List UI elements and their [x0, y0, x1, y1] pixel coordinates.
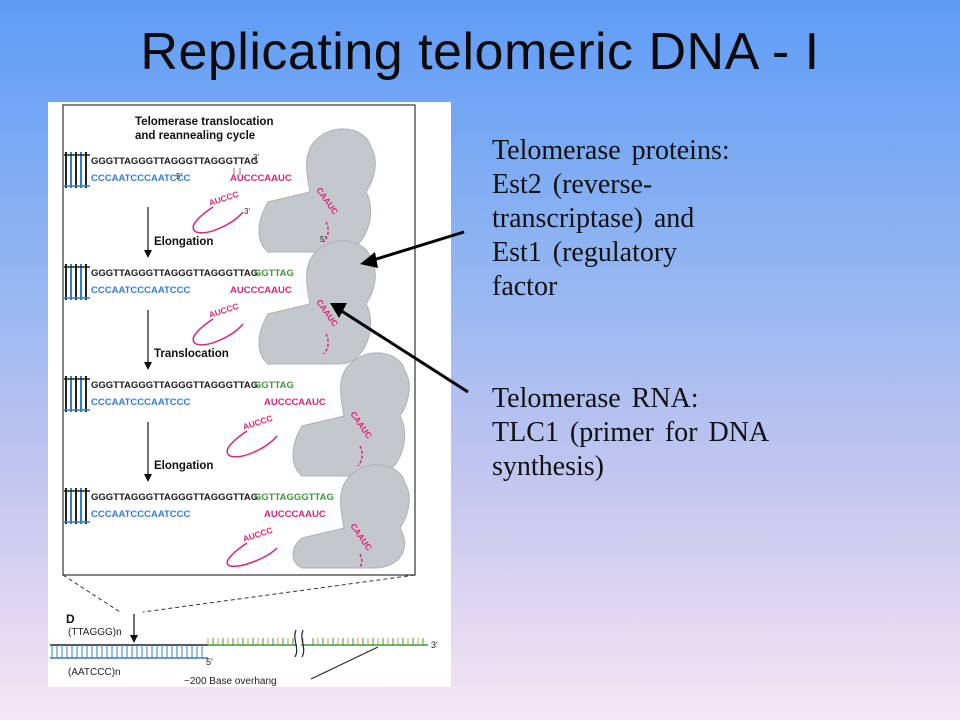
protein-annotation-line-3: transcriptase) and: [492, 203, 695, 234]
rna-loop-curve: [226, 430, 278, 458]
bottom-strand-sequence: CCCAATCCCAATCCC: [91, 173, 191, 184]
rna-five-prime-label: 5': [320, 235, 326, 244]
rna-annotation-line-2: TLC1 (primer for DNA: [492, 417, 770, 448]
telomere-ladder: [64, 488, 90, 524]
strand-break-mark: [294, 629, 298, 658]
zoom-connector-right: [142, 574, 416, 613]
five-prime-end-label: 5': [176, 172, 182, 181]
template-rna-sequence: AUCCCAAUC: [264, 509, 326, 520]
arrow-label-elongation-1: Elongation: [154, 236, 213, 248]
bottom-strand-sequence: CCCAATCCCAATCCC: [91, 397, 191, 408]
rna-annotation-line-3: synthesis): [492, 451, 604, 482]
template-rna-sequence: AUCCCAAUC: [230, 285, 292, 296]
template-rna-sequence: AUCCCAAUC: [230, 173, 292, 184]
cycle-step-4: GGGTTAGGGTTAGGGTTAGGGTTAG GGTTAGGGTTAG C…: [64, 464, 410, 569]
bottom-strand-sequence: CCCAATCCCAATCCC: [91, 509, 191, 520]
three-prime-end-label: 3': [253, 153, 259, 162]
cycle-arrowhead-1: [144, 250, 152, 258]
figure-heading-line1: Telomerase translocation: [135, 116, 273, 128]
slide-title: Replicating telomeric DNA - I: [140, 23, 820, 81]
panel-d-label: D: [66, 612, 75, 626]
rna-annotation-line-1: Telomerase RNA:: [492, 383, 699, 414]
extension-sequence: GGTTAGGGTTAG: [254, 492, 334, 503]
top-strand-sequence: GGGTTAGGGTTAGGGTTAGGGTTAG: [91, 492, 258, 503]
extension-sequence: GGTTAG: [254, 380, 294, 391]
rna-loop-curve: [192, 206, 244, 234]
single-strand-overhang: [207, 638, 428, 646]
top-strand-sequence: GGGTTAGGGTTAGGGTTAGGGTTAG: [91, 380, 258, 391]
rna-loop-curve: [226, 542, 278, 567]
cycle-arrowhead-2: [144, 362, 152, 370]
rna-tail-curve: [357, 445, 363, 467]
top-strand-sequence: GGGTTAGGGTTAGGGTTAGGGTTAG: [91, 156, 258, 167]
telomerase-protein-shape: [258, 128, 376, 253]
protein-annotation-line-4: Est1 (regulatory: [492, 237, 678, 268]
top-strand-sequence: GGGTTAGGGTTAGGGTTAGGGTTAG: [91, 268, 258, 279]
panel-d-three-prime: 3': [431, 640, 438, 650]
rna-loop-upper: AUCCC: [242, 525, 274, 544]
panel-d-arrowhead: [130, 635, 138, 643]
rna-tail-curve: [323, 221, 329, 243]
rna-loop-curve: [192, 318, 244, 346]
overhang-pointer: [310, 646, 379, 680]
telomere-duplex: [50, 644, 208, 659]
protein-annotation-line-2: Est2 (reverse-: [492, 169, 653, 200]
extension-sequence: GGTTAG: [254, 268, 294, 279]
overhang-label: ~200 Base overhang: [184, 676, 277, 687]
cycle-step-1: GGGTTAGGGTTAGGGTTAGGGTTAG 3' CCCAATCCCAA…: [64, 128, 376, 253]
telomere-ladder: [64, 152, 90, 188]
rna-three-prime-label: 3': [244, 207, 250, 216]
bottom-repeat-label: (AATCCC)n: [68, 667, 121, 678]
telomere-ladder: [64, 376, 90, 412]
telomerase-figure: Telomerase translocation and reannealing…: [48, 102, 451, 687]
rna-tail-curve: [323, 333, 329, 355]
telomere-ladder: [64, 264, 90, 300]
telomerase-diagram: Telomerase translocation and reannealing…: [50, 104, 438, 687]
zoom-connector-left: [62, 574, 121, 613]
panel-d: D (TTAGGG)n: [50, 612, 438, 687]
rna-loop-upper: AUCCC: [208, 189, 240, 208]
cycle-arrowhead-3: [144, 474, 152, 482]
arrow-label-elongation-2: Elongation: [154, 460, 213, 472]
rna-tail-curve: [358, 553, 363, 569]
arrow-label-translocation: Translocation: [154, 348, 229, 360]
cycle-step-3: GGGTTAGGGTTAGGGTTAGGGTTAG GGTTAG CCCAATC…: [64, 352, 410, 477]
strand-break-mark: [301, 629, 305, 658]
protein-annotation-line-5: factor: [492, 271, 558, 302]
rna-loop-upper: AUCCC: [208, 301, 240, 320]
protein-annotation-line-1: Telomerase proteins:: [492, 135, 730, 166]
template-rna-sequence: AUCCCAAUC: [264, 397, 326, 408]
rna-annotation: Telomerase RNA: TLC1 (primer for DNA syn…: [492, 382, 862, 484]
rna-loop-upper: AUCCC: [242, 413, 274, 432]
telomerase-protein-shape: [292, 464, 410, 569]
cycle-step-2: GGGTTAGGGTTAGGGTTAGGGTTAG GGTTAG CCCAATC…: [64, 240, 376, 365]
bottom-strand-sequence: CCCAATCCCAATCCC: [91, 285, 191, 296]
figure-heading-line2: and reannealing cycle: [135, 130, 255, 142]
protein-annotation: Telomerase proteins: Est2 (reverse- tran…: [492, 134, 862, 304]
panel-d-five-prime: 5': [206, 657, 213, 667]
top-repeat-label: (TTAGGG)n: [68, 627, 122, 638]
